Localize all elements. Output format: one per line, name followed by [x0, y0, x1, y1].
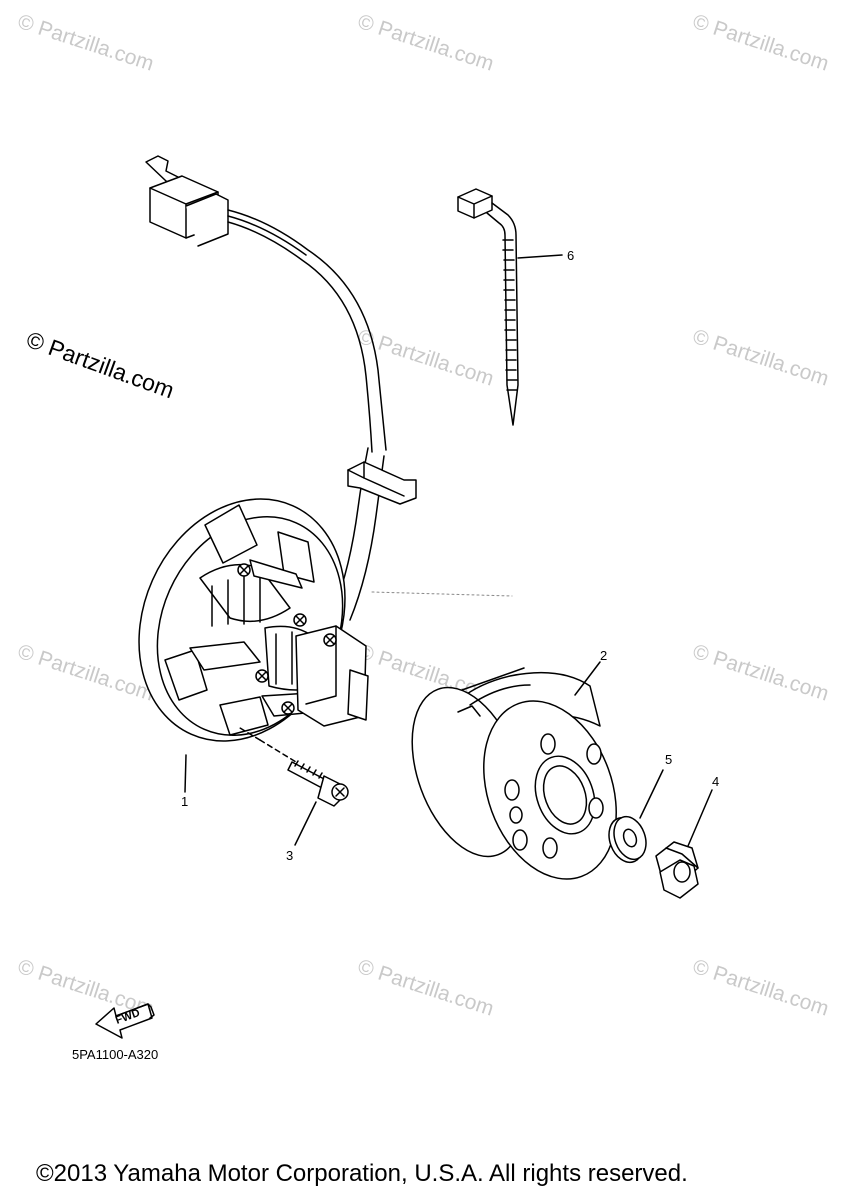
callout-2: 2 [600, 648, 608, 663]
callout-1: 1 [181, 794, 189, 809]
callout-4: 4 [712, 774, 720, 789]
fwd-arrow-icon [95, 1003, 155, 1039]
bolt-part [287, 760, 349, 807]
stray-dotted-line [371, 591, 513, 597]
callout-6: 6 [567, 248, 575, 263]
leader-line-1 [184, 754, 187, 793]
diagram-code: 5PA1100-A320 [72, 1047, 159, 1062]
copyright-notice: ©2013 Yamaha Motor Corporation, U.S.A. A… [36, 1160, 688, 1187]
leader-line-3 [294, 801, 317, 846]
wire-harness [145, 155, 417, 621]
cable-tie-part [457, 188, 519, 426]
rotor-part [411, 667, 617, 880]
stator-assembly-part [138, 498, 369, 742]
callout-3: 3 [286, 848, 294, 863]
nut-part [655, 841, 699, 899]
leader-line-2 [574, 661, 601, 696]
leader-line-6 [517, 254, 563, 259]
leader-line-bolt-path [239, 727, 261, 741]
leader-line-4 [687, 789, 713, 847]
callout-5: 5 [665, 752, 673, 767]
leader-line-5 [639, 769, 664, 819]
leader-line-bolt [259, 739, 297, 763]
washer-part [608, 815, 647, 864]
